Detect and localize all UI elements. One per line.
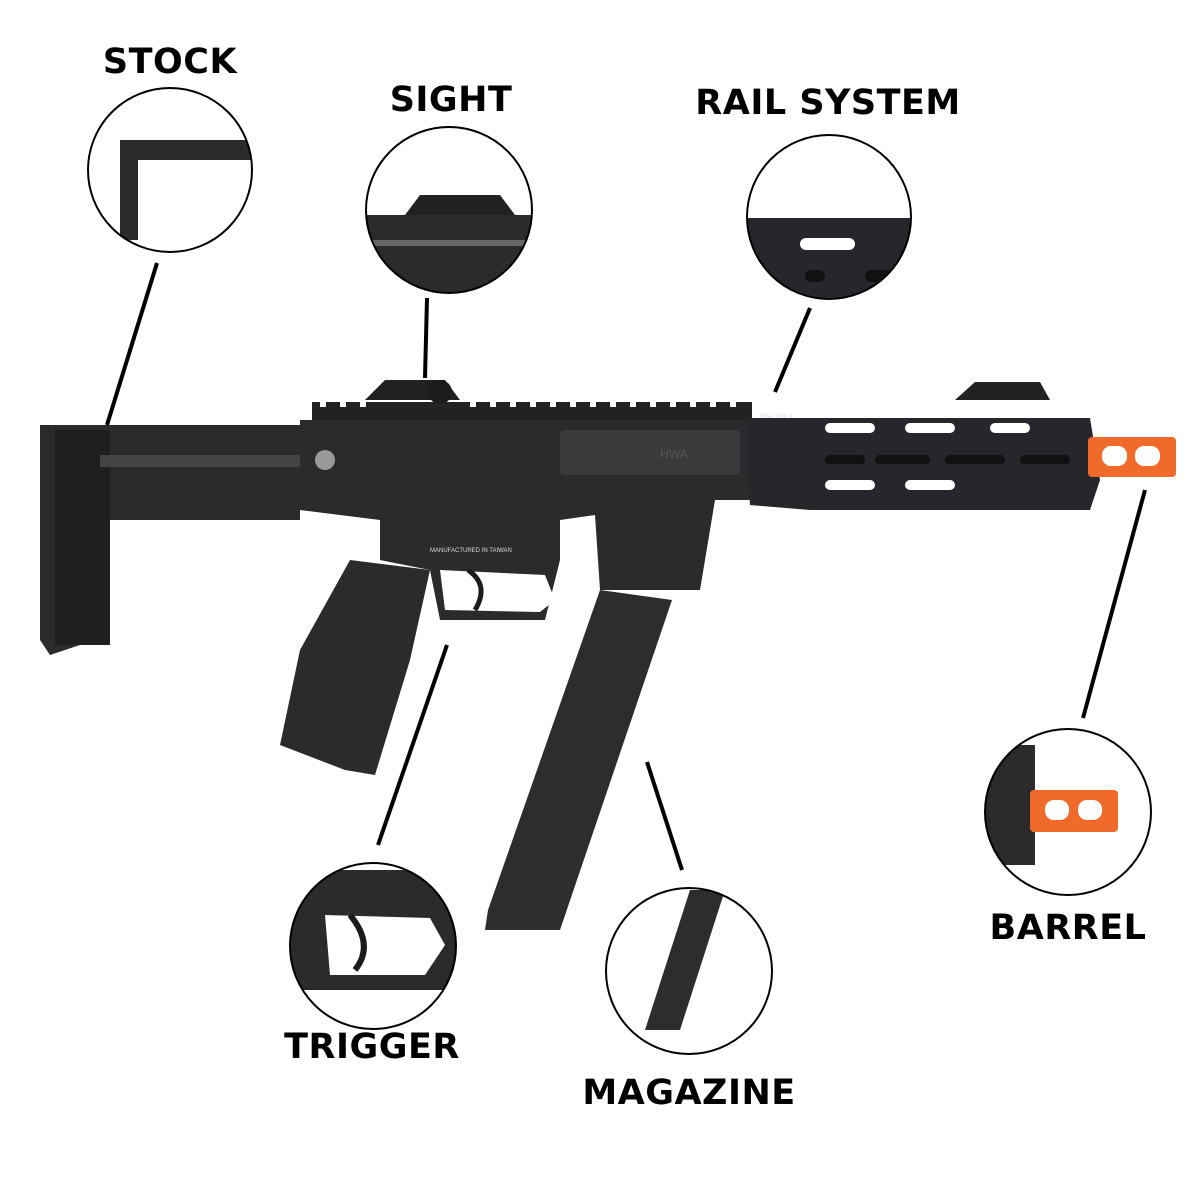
label-magazine: MAGAZINE — [582, 1073, 796, 1113]
magazine-callout-line — [645, 761, 684, 871]
stock-callout — [87, 87, 253, 426]
stock-callout-line — [105, 262, 159, 426]
barrel-tip — [1088, 437, 1176, 477]
label-trigger: TRIGGER — [284, 1027, 460, 1067]
rail-callout-line — [773, 307, 812, 393]
trigger-callout-line — [376, 644, 449, 846]
sight-callout — [365, 126, 533, 379]
rail-marking: HWA TML-II — [760, 414, 793, 420]
receiver-marking: MANUFACTURED IN TAIWAN — [430, 548, 512, 554]
label-sight: SIGHT — [389, 80, 513, 120]
barrel-callout — [984, 489, 1152, 896]
sight-callout-line — [423, 297, 429, 379]
magazine-callout — [605, 761, 773, 1055]
rail-system-callout — [746, 134, 912, 393]
label-barrel: BARREL — [989, 908, 1147, 948]
dust-cover-marking: HWA — [660, 447, 688, 461]
gun-body: HWA MANUFACTURED IN TAIWAN HWA TML-II — [40, 380, 1176, 930]
barrel-callout-line — [1081, 489, 1147, 719]
label-rail-system: RAIL SYSTEM — [695, 83, 961, 123]
trigger-callout — [289, 644, 457, 1030]
label-stock: STOCK — [102, 42, 238, 82]
